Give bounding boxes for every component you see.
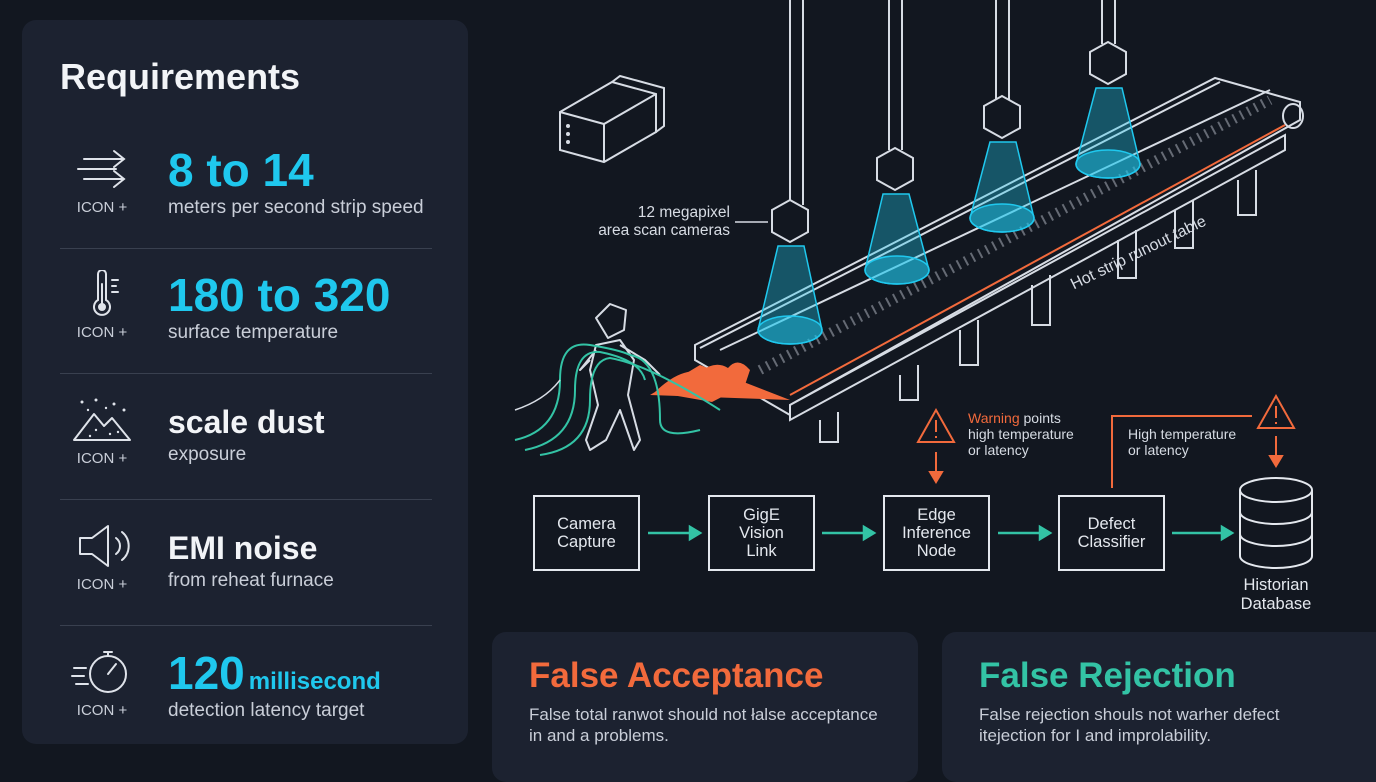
icon-caption: ICON + (76, 702, 128, 719)
divider (60, 625, 432, 626)
divider (60, 499, 432, 500)
latency-number: 120 (168, 647, 245, 699)
requirement-desc: detection latency target (168, 700, 365, 721)
requirement-value: 180 to 320 (168, 269, 391, 321)
pipeline-arrows (648, 524, 1235, 542)
false-rejection-card: False Rejection False rejection shouls n… (942, 632, 1376, 782)
database-line2: Database (1240, 595, 1312, 613)
false-acceptance-card: False Acceptance False total ranwot shou… (492, 632, 918, 782)
warning-note-2: High temperature or latency (1128, 426, 1236, 458)
cable-line-white (514, 379, 561, 411)
warning-connectors (916, 393, 1296, 488)
database-line1: Historian (1243, 576, 1309, 594)
camera-label-line1: 12 megapixel (637, 204, 730, 221)
defect-classifier-step: Defect Classifier (1058, 495, 1165, 571)
warning-line3: or latency (968, 442, 1029, 458)
false-rejection-title: False Rejection (979, 656, 1236, 695)
requirement-temperature: ICON + 180 to 320 surface temperature (60, 250, 432, 374)
icon-caption: ICON + (76, 324, 128, 341)
thermometer-icon (93, 270, 119, 316)
camera-array (757, 0, 1141, 345)
requirement-value: EMI noise (168, 530, 318, 566)
requirement-desc: from reheat furnace (168, 570, 334, 591)
area-scan-camera-icon (559, 74, 665, 164)
warning-line2: high temperature (968, 426, 1074, 442)
warning-highlight: Warning (968, 410, 1020, 426)
requirement-desc: meters per second strip speed (168, 197, 424, 218)
requirement-strip-speed: ICON + 8 to 14 meters per second strip s… (60, 125, 432, 249)
cable-lines (514, 343, 721, 456)
speed-lines-icon (77, 150, 126, 188)
edge-inference-node-step: Edge Inference Node (883, 495, 990, 571)
warning-rest: points (1019, 410, 1061, 426)
stopwatch-icon (71, 651, 127, 693)
false-acceptance-body: False total ranwot should not łalse acce… (529, 705, 878, 745)
requirement-desc: surface temperature (168, 322, 339, 343)
dust-mountain-icon (73, 398, 131, 441)
hot-strip-edge (789, 124, 1286, 396)
divider (60, 373, 432, 374)
hot-strip-head (655, 362, 750, 402)
runout-table-illustration (514, 0, 1313, 569)
requirement-emi-noise: ICON + EMI noise from reheat furnace (60, 502, 432, 626)
requirement-value: scale dust (168, 404, 325, 440)
speaker-icon (79, 525, 130, 567)
requirement-desc: exposure (168, 444, 247, 465)
icon-caption: ICON + (76, 199, 128, 216)
requirements-title: Requirements (60, 56, 301, 97)
worker-figure (579, 303, 661, 451)
historian-database-label: Historian Database (1232, 576, 1320, 614)
database-icon (1239, 477, 1313, 569)
false-rejection-body: False rejection shouls not warher defect… (979, 705, 1280, 745)
gige-vision-link-step: GigE Vision Link (708, 495, 815, 571)
icon-caption: ICON + (76, 576, 128, 593)
camera-capture-step: Camera Capture (533, 495, 640, 571)
warning-note-1: Warning points high temperature or laten… (968, 410, 1074, 458)
roller-hatching (757, 95, 1273, 375)
requirement-scale-dust: ICON + scale dust exposure (60, 376, 432, 500)
icon-caption: ICON + (76, 450, 128, 467)
requirement-value: 8 to 14 (168, 144, 314, 196)
camera-label-line2: area scan cameras (598, 222, 730, 239)
camera-label: 12 megapixel area scan cameras (592, 204, 730, 240)
warning2-line1: High temperature (1128, 426, 1237, 442)
false-acceptance-title: False Acceptance (529, 656, 824, 695)
latency-unit: millisecond (248, 668, 381, 695)
requirements-panel: Requirements ICON + 8 to 14 meters per s… (22, 20, 468, 744)
warning2-line2: or latency (1128, 442, 1189, 458)
divider (60, 248, 432, 249)
